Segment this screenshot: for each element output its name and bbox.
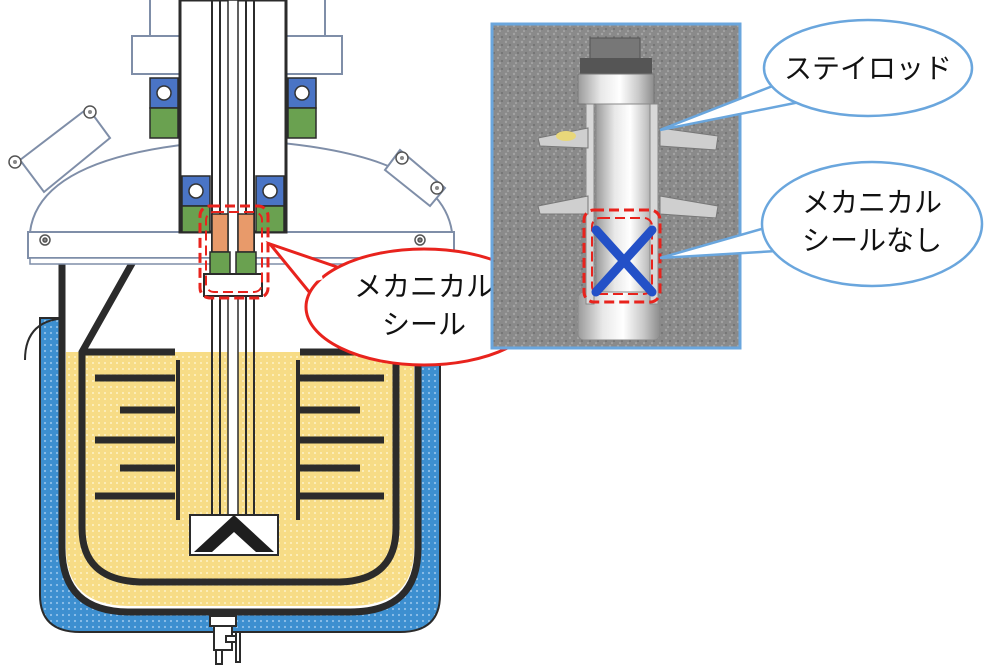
inner-cage — [78, 203, 400, 586]
callout-no-seal-line2: シールなし — [802, 224, 942, 257]
reactor-diagram — [8, 0, 455, 665]
callout-no-seal-line1: メカニカル — [802, 186, 942, 219]
vessel-contents — [66, 352, 414, 606]
mechanical-seal — [203, 213, 263, 297]
impeller — [189, 514, 279, 556]
stirrer-photo — [490, 22, 742, 350]
baffles-left — [95, 374, 175, 500]
upper-bearings — [149, 77, 317, 139]
cross-mark-icon — [591, 225, 657, 297]
baffles-right — [300, 374, 384, 500]
callout-mechanical-seal: メカニカル シール — [265, 240, 544, 367]
no-seal-highlight — [582, 208, 662, 304]
left-nozzle — [8, 105, 112, 194]
lower-bearings — [181, 175, 285, 233]
callout-mechanical-seal-line2: シール — [382, 308, 466, 341]
flange-bolts — [39, 234, 426, 246]
callout-no-seal: メカニカル シールなし — [659, 160, 984, 288]
callout-stay-rod: ステイロッド — [659, 18, 974, 132]
seal-highlight — [198, 204, 270, 300]
bottom-valve — [209, 615, 241, 665]
right-nozzle — [383, 148, 447, 208]
callout-mechanical-seal-line1: メカニカル — [354, 270, 494, 303]
callout-stay-rod-text: ステイロッド — [784, 52, 952, 85]
